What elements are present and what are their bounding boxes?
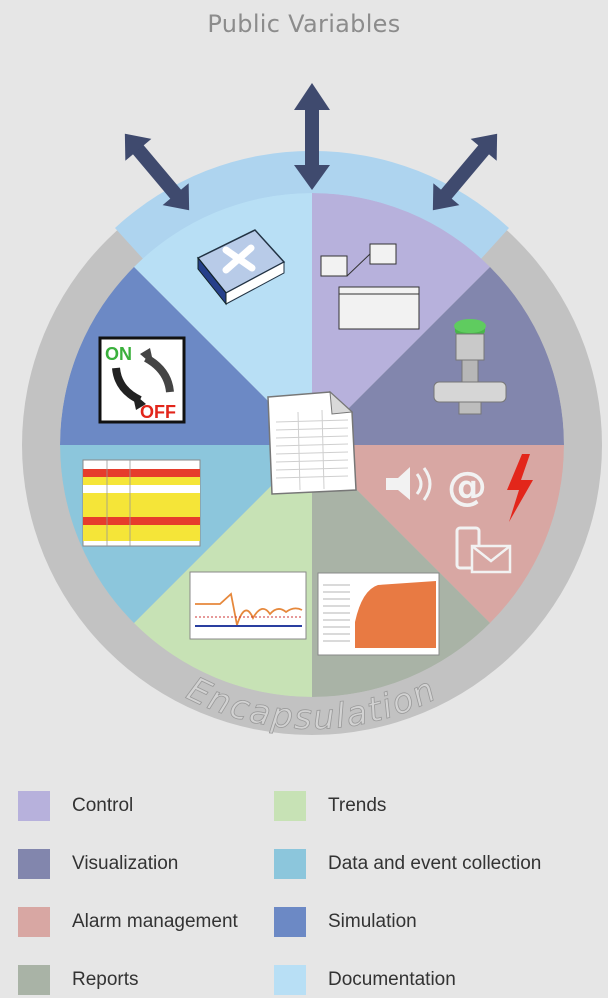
legend-swatch: [274, 791, 306, 821]
legend-item-trends: Trends: [274, 791, 386, 821]
legend-label: Data and event collection: [328, 853, 542, 874]
legend-swatch: [274, 849, 306, 879]
page-title: Public Variables: [207, 10, 401, 38]
sms-icon: [455, 526, 512, 574]
valve-icon: [433, 319, 507, 415]
legend-swatch: [274, 907, 306, 937]
legend-swatch: [274, 965, 306, 995]
legend-swatch: [18, 965, 50, 995]
legend-item-alarm-management: Alarm management: [18, 907, 238, 937]
svg-text:ON: ON: [105, 344, 132, 364]
legend-item-data-event-collection: Data and event collection: [274, 849, 541, 879]
alarm-notification-icon: @: [386, 454, 533, 574]
legend-label: Visualization: [72, 853, 179, 874]
manual-book-icon: [196, 229, 286, 306]
on-off-switch-icon: ON OFF: [98, 336, 186, 424]
speaker-icon: [386, 467, 432, 501]
arrow-left-icon: [124, 133, 190, 211]
legend-label: Trends: [328, 795, 387, 816]
legend-label: Simulation: [328, 911, 417, 932]
legend-item-simulation: Simulation: [274, 907, 417, 937]
legend-swatch: [18, 849, 50, 879]
trend-chart-icon: [189, 571, 307, 640]
event-log-icon: [82, 459, 201, 547]
legend-item-control: Control: [18, 791, 133, 821]
legend-swatch: [18, 907, 50, 937]
legend-item-reports: Reports: [18, 965, 139, 995]
legend-swatch: [18, 791, 50, 821]
public-arrows: [124, 83, 498, 211]
svg-text:OFF: OFF: [140, 402, 176, 422]
document-icon: [267, 390, 357, 495]
legend-item-documentation: Documentation: [274, 965, 456, 995]
segment-alarm-management: [312, 445, 564, 623]
legend-label: Alarm management: [72, 911, 238, 932]
arrow-right-icon: [432, 133, 498, 211]
function-block-icon: [320, 243, 420, 330]
legend-label: Reports: [72, 969, 139, 990]
legend-label: Documentation: [328, 969, 456, 990]
arrow-up-icon: [294, 83, 330, 190]
legend-label: Control: [72, 795, 134, 816]
lightning-icon: [507, 454, 533, 522]
encapsulation-diagram: @: [22, 83, 602, 738]
email-at-icon: @: [447, 464, 487, 510]
report-chart-icon: [317, 572, 440, 656]
legend-item-visualization: Visualization: [18, 849, 178, 879]
